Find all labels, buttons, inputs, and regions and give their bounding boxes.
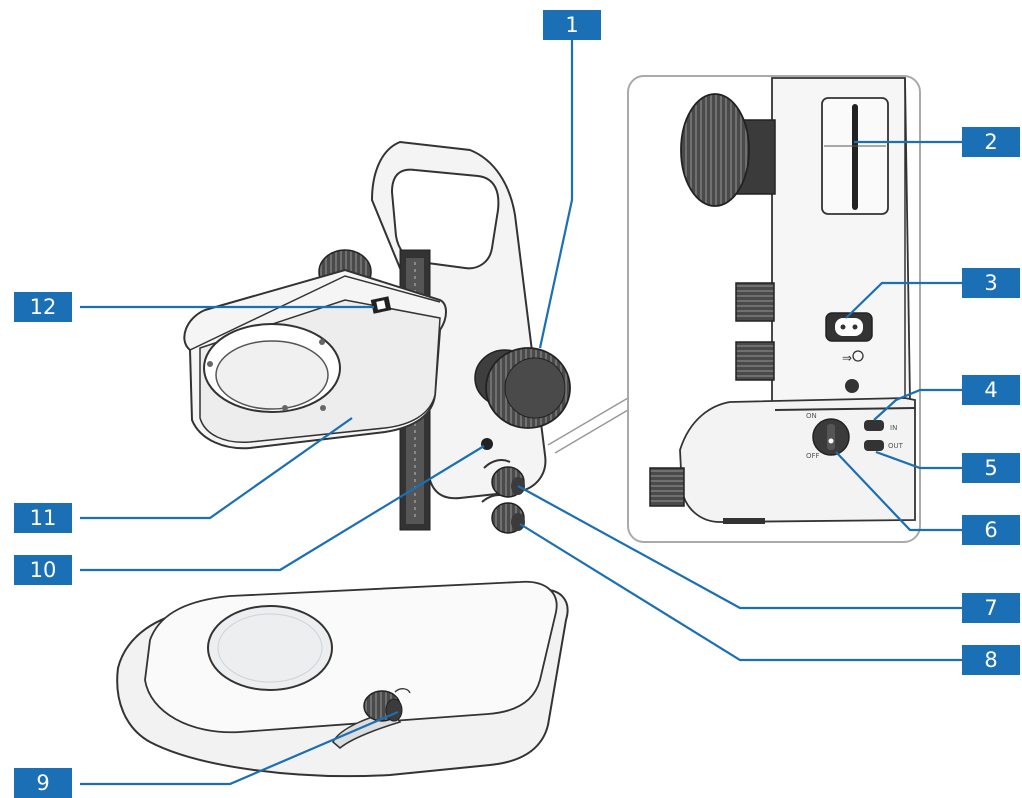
port-out [864,440,884,451]
panel-round-port [845,379,859,393]
callout-11: 11 [14,503,72,533]
svg-text:⇒: ⇒ [842,351,852,365]
microscope-carrier [183,268,447,450]
callout-9: 9 [14,768,72,798]
callout-2: 2 [962,127,1020,157]
power-switch [812,418,850,456]
illumination-knob-upper [491,466,525,498]
leader-line-1 [538,38,574,349]
callout-5: 5 [962,453,1020,483]
power-socket [825,312,873,342]
switch-off-label: OFF [806,452,820,460]
callout-3: 3 [962,268,1020,298]
callout-12: 12 [14,292,72,322]
callout-8: 8 [962,645,1020,675]
callout-4: 4 [962,375,1020,405]
leader-line-11 [80,417,353,520]
illumination-knob-lower [491,502,525,534]
callout-7: 7 [962,593,1020,623]
indicator-led [481,438,493,450]
stage-glass-plate [207,605,333,691]
panel-focus-knob [680,93,776,207]
leader-line-9 [80,710,399,786]
callout-6: 6 [962,515,1020,545]
callout-10: 10 [14,555,72,585]
callout-1: 1 [543,10,601,40]
leader-line-6 [835,451,962,532]
leader-line-8 [519,523,962,662]
port-out-label: OUT [888,442,904,450]
port-in-label: IN [890,424,897,432]
port-in [864,420,884,431]
stand-base [116,580,569,778]
focus-knob [474,347,571,429]
leader-line-5 [875,450,962,470]
leader-line-3 [845,281,962,319]
leader-line-7 [517,485,962,610]
detail-panel: ⇒ ON OFF IN OUT [627,75,921,543]
switch-on-label: ON [806,412,817,420]
leader-line-10 [80,445,485,572]
leader-lines [80,38,962,786]
carrier-clamp-screw [370,296,392,314]
leader-line-4 [873,388,962,421]
